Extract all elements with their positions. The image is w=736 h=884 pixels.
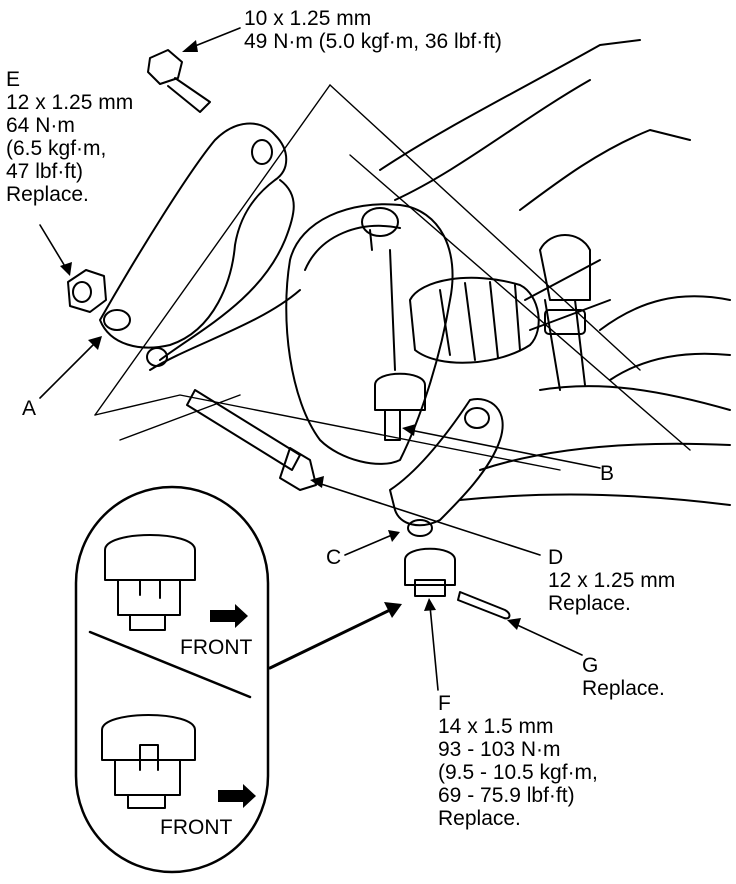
lower-arm <box>389 398 504 537</box>
leader-lines <box>39 27 601 691</box>
knuckle <box>285 203 454 465</box>
leader-B <box>409 429 601 469</box>
cotter-pin-shape <box>457 591 511 620</box>
inset-panel <box>74 485 270 874</box>
callout-top-bolt-line-2: 49 N·m (5.0 kgf·m, 36 lbf·ft) <box>244 30 502 53</box>
top-bolt-shape <box>147 49 211 113</box>
long-bolt <box>186 389 317 491</box>
inset-nut-upper <box>104 534 196 631</box>
inset-nut-lower <box>101 714 196 809</box>
callout-F-line-6: Replace. <box>438 807 521 830</box>
inset-front-label-lower: FRONT <box>160 816 233 839</box>
callout-F-line-2: 14 x 1.5 mm <box>438 715 554 738</box>
callout-D-line-1: D <box>548 546 564 569</box>
castle-nut-shape <box>404 547 456 597</box>
callout-F-line-4: (9.5 - 10.5 kgf·m, <box>438 761 598 784</box>
leader-C <box>344 534 393 556</box>
callout-E-line-5: 47 lbf·ft) <box>6 160 84 183</box>
callout-G-line-2: Replace. <box>582 677 665 700</box>
callout-E-line-3: 64 N·m <box>6 114 75 137</box>
leader-A <box>39 341 97 399</box>
callout-top-bolt-line-1: 10 x 1.25 mm <box>244 7 372 30</box>
inset-pointer <box>268 602 402 670</box>
callout-B: B <box>600 462 614 485</box>
leader-E <box>39 224 67 269</box>
drive-shaft <box>409 259 611 364</box>
callout-F-line-3: 93 - 103 N·m <box>438 738 561 761</box>
callout-E-line-2: 12 x 1.25 mm <box>6 91 134 114</box>
ball-joint <box>374 249 426 441</box>
upper-arm <box>99 122 301 371</box>
strut <box>539 234 591 391</box>
front-arrow-lower <box>218 784 256 808</box>
inset-front-label-upper: FRONT <box>180 636 253 659</box>
callout-D-line-3: Replace. <box>548 592 631 615</box>
callout-E-line-1: E <box>6 68 21 91</box>
frame-lines <box>94 84 691 471</box>
callout-A: A <box>22 397 36 420</box>
callout-F-line-1: F <box>438 692 451 715</box>
callout-F: F 14 x 1.5 mm 93 - 103 N·m (9.5 - 10.5 k… <box>438 692 598 830</box>
callout-G-line-1: G <box>582 654 599 677</box>
callout-E: E 12 x 1.25 mm 64 N·m (6.5 kgf·m, 47 lbf… <box>6 68 133 206</box>
leader-G <box>514 623 583 656</box>
callout-E-line-4: (6.5 kgf·m, <box>6 137 107 160</box>
callout-F-line-5: 69 - 75.9 lbf·ft) <box>438 784 575 807</box>
leader-D <box>317 482 541 556</box>
callout-A-letter: A <box>22 397 37 420</box>
callout-top-bolt: 10 x 1.25 mm 49 N·m (5.0 kgf·m, 36 lbf·f… <box>244 7 502 53</box>
leader-top-bolt <box>189 27 241 49</box>
callout-B-letter: B <box>600 462 615 485</box>
body-frame <box>379 39 731 506</box>
callout-D: D 12 x 1.25 mm Replace. <box>548 546 675 615</box>
callout-E-line-6: Replace. <box>6 183 89 206</box>
callout-C: C <box>326 546 341 569</box>
leader-F <box>429 605 439 691</box>
front-arrow-upper <box>210 604 248 628</box>
e-nut-shape <box>67 269 107 313</box>
callout-D-line-2: 12 x 1.25 mm <box>548 569 676 592</box>
callout-G: G Replace. <box>582 654 665 700</box>
callout-C-letter: C <box>326 546 342 569</box>
